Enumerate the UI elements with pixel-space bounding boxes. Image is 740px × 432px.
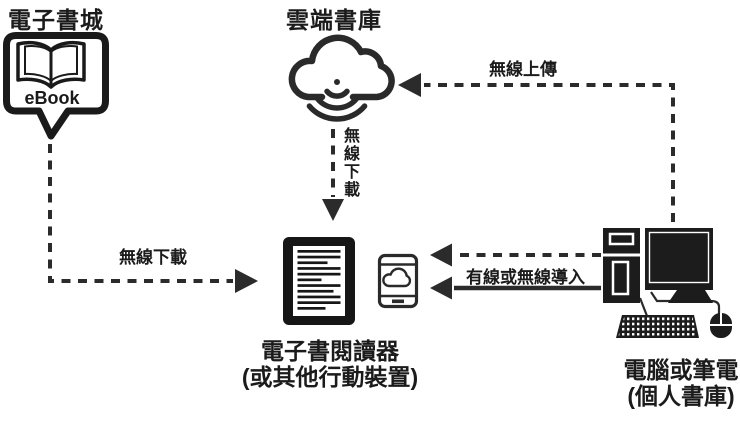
ebook-badge-text: eBook <box>24 88 80 108</box>
phone-home-bar <box>392 299 404 304</box>
ereader-caption-line1: 電子書閱讀器 <box>261 338 399 364</box>
edge-label-wireless-upload: 無線上傳 <box>489 60 557 79</box>
ereader-caption-line2: (或其他行動裝置) <box>241 364 419 390</box>
ereader-caption: 電子書閱讀器 (或其他行動裝置) <box>210 338 450 390</box>
ereader-text-lines <box>297 250 341 310</box>
phone-body <box>377 253 419 309</box>
ereader-text-page-icon <box>283 237 355 325</box>
edge-label-wireless-download-vertical: 無線下載 <box>341 127 358 199</box>
cloud-wireless-icon <box>288 34 395 122</box>
tower-case <box>603 228 640 303</box>
computer-caption-line2: (個人書庫) <box>627 383 735 409</box>
tower-vent-slot <box>611 260 630 296</box>
computer-caption: 電腦或筆電 (個人書庫) <box>600 357 740 409</box>
monitor-stand <box>668 290 713 303</box>
arrowhead-into-phone-bottom <box>430 276 452 300</box>
open-book-glyph <box>16 40 86 89</box>
edge-label-wired-or-wireless-import: 有線或無線導入 <box>466 268 585 287</box>
wireless-signal-arcs <box>306 88 368 122</box>
edge-store-to-reader-line <box>48 144 233 283</box>
arrowhead-into-ereader <box>235 269 258 293</box>
speech-bubble-open-book-icon: eBook <box>3 32 109 140</box>
arrowhead-down-into-ereader <box>322 199 344 221</box>
computer-caption-line1: 電腦或筆電 <box>623 357 739 383</box>
phone-cloud-glyph <box>382 267 412 288</box>
signal-dot <box>334 79 340 85</box>
edge-label-wireless-download-left: 無線下載 <box>119 248 187 267</box>
cloud-library-title: 雲端書庫 <box>286 7 382 33</box>
keyboard-keys <box>618 317 697 336</box>
arrowhead-into-phone-top <box>430 243 452 267</box>
desktop-computer-icon <box>603 228 732 338</box>
monitor-screen-inset <box>648 231 710 284</box>
arrowhead-into-cloud <box>398 73 421 97</box>
ebook-store-title: 電子書城 <box>8 7 104 33</box>
cloud-outline <box>288 34 395 101</box>
tower-drive-bay <box>608 232 635 246</box>
monitor <box>645 228 713 290</box>
smartphone-cloud-icon <box>377 253 419 309</box>
edge-computer-to-cloud-line <box>424 83 675 222</box>
